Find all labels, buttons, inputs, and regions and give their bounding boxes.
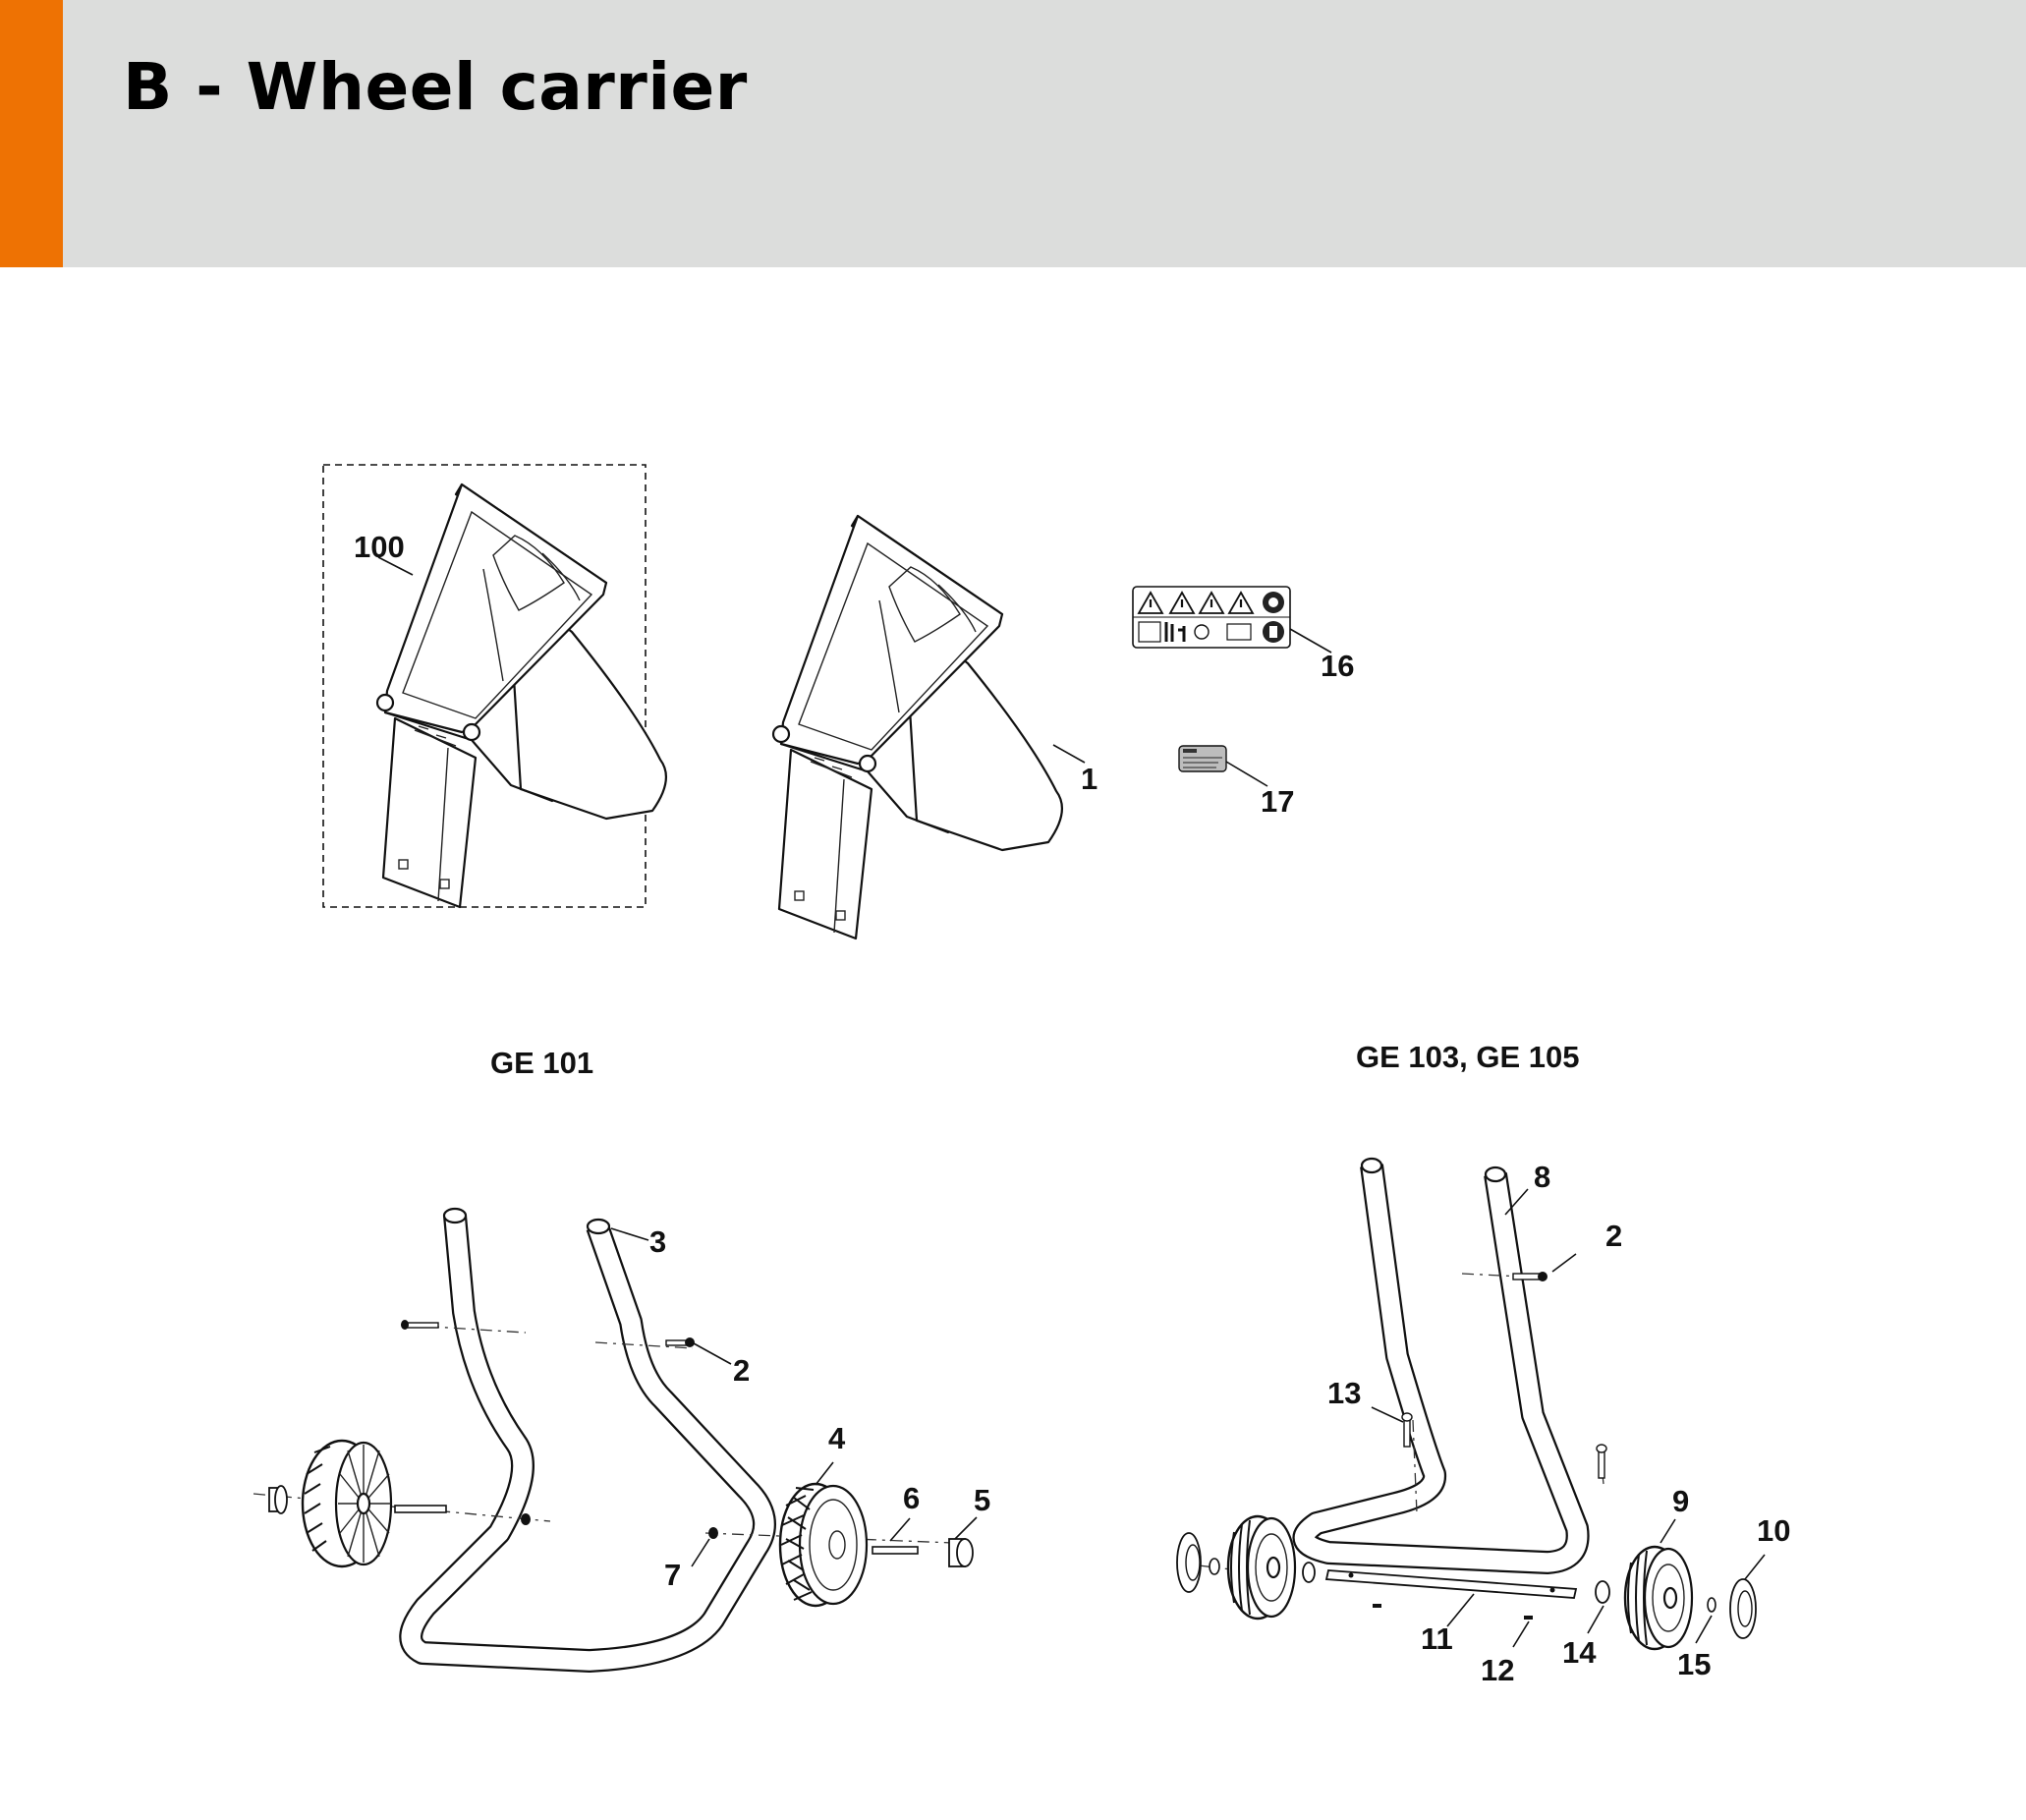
callout-16: 16 bbox=[1321, 649, 1354, 683]
callout-2-ge103: 2 bbox=[1605, 1219, 1622, 1253]
callout-17: 17 bbox=[1261, 784, 1294, 819]
screw-2-ge103 bbox=[1512, 1272, 1548, 1281]
hopper-part-1 bbox=[771, 514, 1064, 940]
hub-cap-left bbox=[268, 1485, 288, 1514]
wheel-4 bbox=[778, 1482, 869, 1608]
callout-9: 9 bbox=[1672, 1484, 1689, 1518]
orange-accent-bar bbox=[0, 0, 63, 267]
optional-assembly-frame bbox=[322, 464, 647, 908]
hub-cap-10 bbox=[1729, 1578, 1757, 1639]
pin-13 bbox=[1401, 1412, 1413, 1448]
wheel-frame-ge101 bbox=[399, 1207, 776, 1673]
callout-14: 14 bbox=[1562, 1635, 1597, 1670]
callout-100: 100 bbox=[354, 530, 405, 564]
nut-7 bbox=[708, 1527, 718, 1539]
wheel-left-ge101 bbox=[301, 1439, 393, 1568]
screw-2-ge101 bbox=[665, 1337, 695, 1347]
callout-1: 1 bbox=[1081, 762, 1097, 796]
wheel-9 bbox=[1623, 1545, 1694, 1651]
washer-14 bbox=[1595, 1580, 1610, 1604]
hub-cap-5 bbox=[948, 1538, 974, 1567]
callout-2-ge101: 2 bbox=[733, 1353, 750, 1388]
callout-15: 15 bbox=[1677, 1647, 1711, 1681]
hub-cap-left-ge103 bbox=[1176, 1532, 1220, 1593]
identification-plate-17 bbox=[1178, 745, 1227, 772]
callout-5: 5 bbox=[974, 1483, 990, 1517]
axle-6 bbox=[872, 1546, 919, 1555]
axle-11 bbox=[1324, 1569, 1578, 1599]
callout-11: 11 bbox=[1421, 1621, 1453, 1656]
wheel-frame-ge103-ge105 bbox=[1292, 1157, 1590, 1574]
callout-8: 8 bbox=[1534, 1160, 1550, 1194]
clip-12a bbox=[1373, 1604, 1381, 1608]
model-label-ge101: GE 101 bbox=[490, 1046, 593, 1080]
washer-15 bbox=[1707, 1597, 1716, 1613]
clip-12 bbox=[1524, 1616, 1533, 1620]
screw-left bbox=[401, 1320, 439, 1330]
washer-left bbox=[1302, 1562, 1316, 1583]
callout-3: 3 bbox=[649, 1224, 666, 1259]
callout-4: 4 bbox=[828, 1421, 846, 1455]
callout-10: 10 bbox=[1757, 1513, 1790, 1548]
hopper-assembly-100 bbox=[375, 483, 668, 909]
page-title: B - Wheel carrier bbox=[123, 49, 748, 125]
warning-label-16 bbox=[1132, 586, 1291, 649]
model-label-ge103-ge105: GE 103, GE 105 bbox=[1356, 1040, 1579, 1074]
wheel-left-ge103 bbox=[1226, 1514, 1297, 1621]
callout-7: 7 bbox=[664, 1558, 681, 1592]
callout-12: 12 bbox=[1481, 1653, 1514, 1687]
page-header bbox=[0, 0, 2026, 267]
callout-6: 6 bbox=[903, 1481, 920, 1515]
axle-left bbox=[394, 1505, 447, 1513]
nut-left bbox=[521, 1513, 531, 1525]
callout-13: 13 bbox=[1327, 1376, 1361, 1410]
pin-right bbox=[1596, 1444, 1607, 1479]
